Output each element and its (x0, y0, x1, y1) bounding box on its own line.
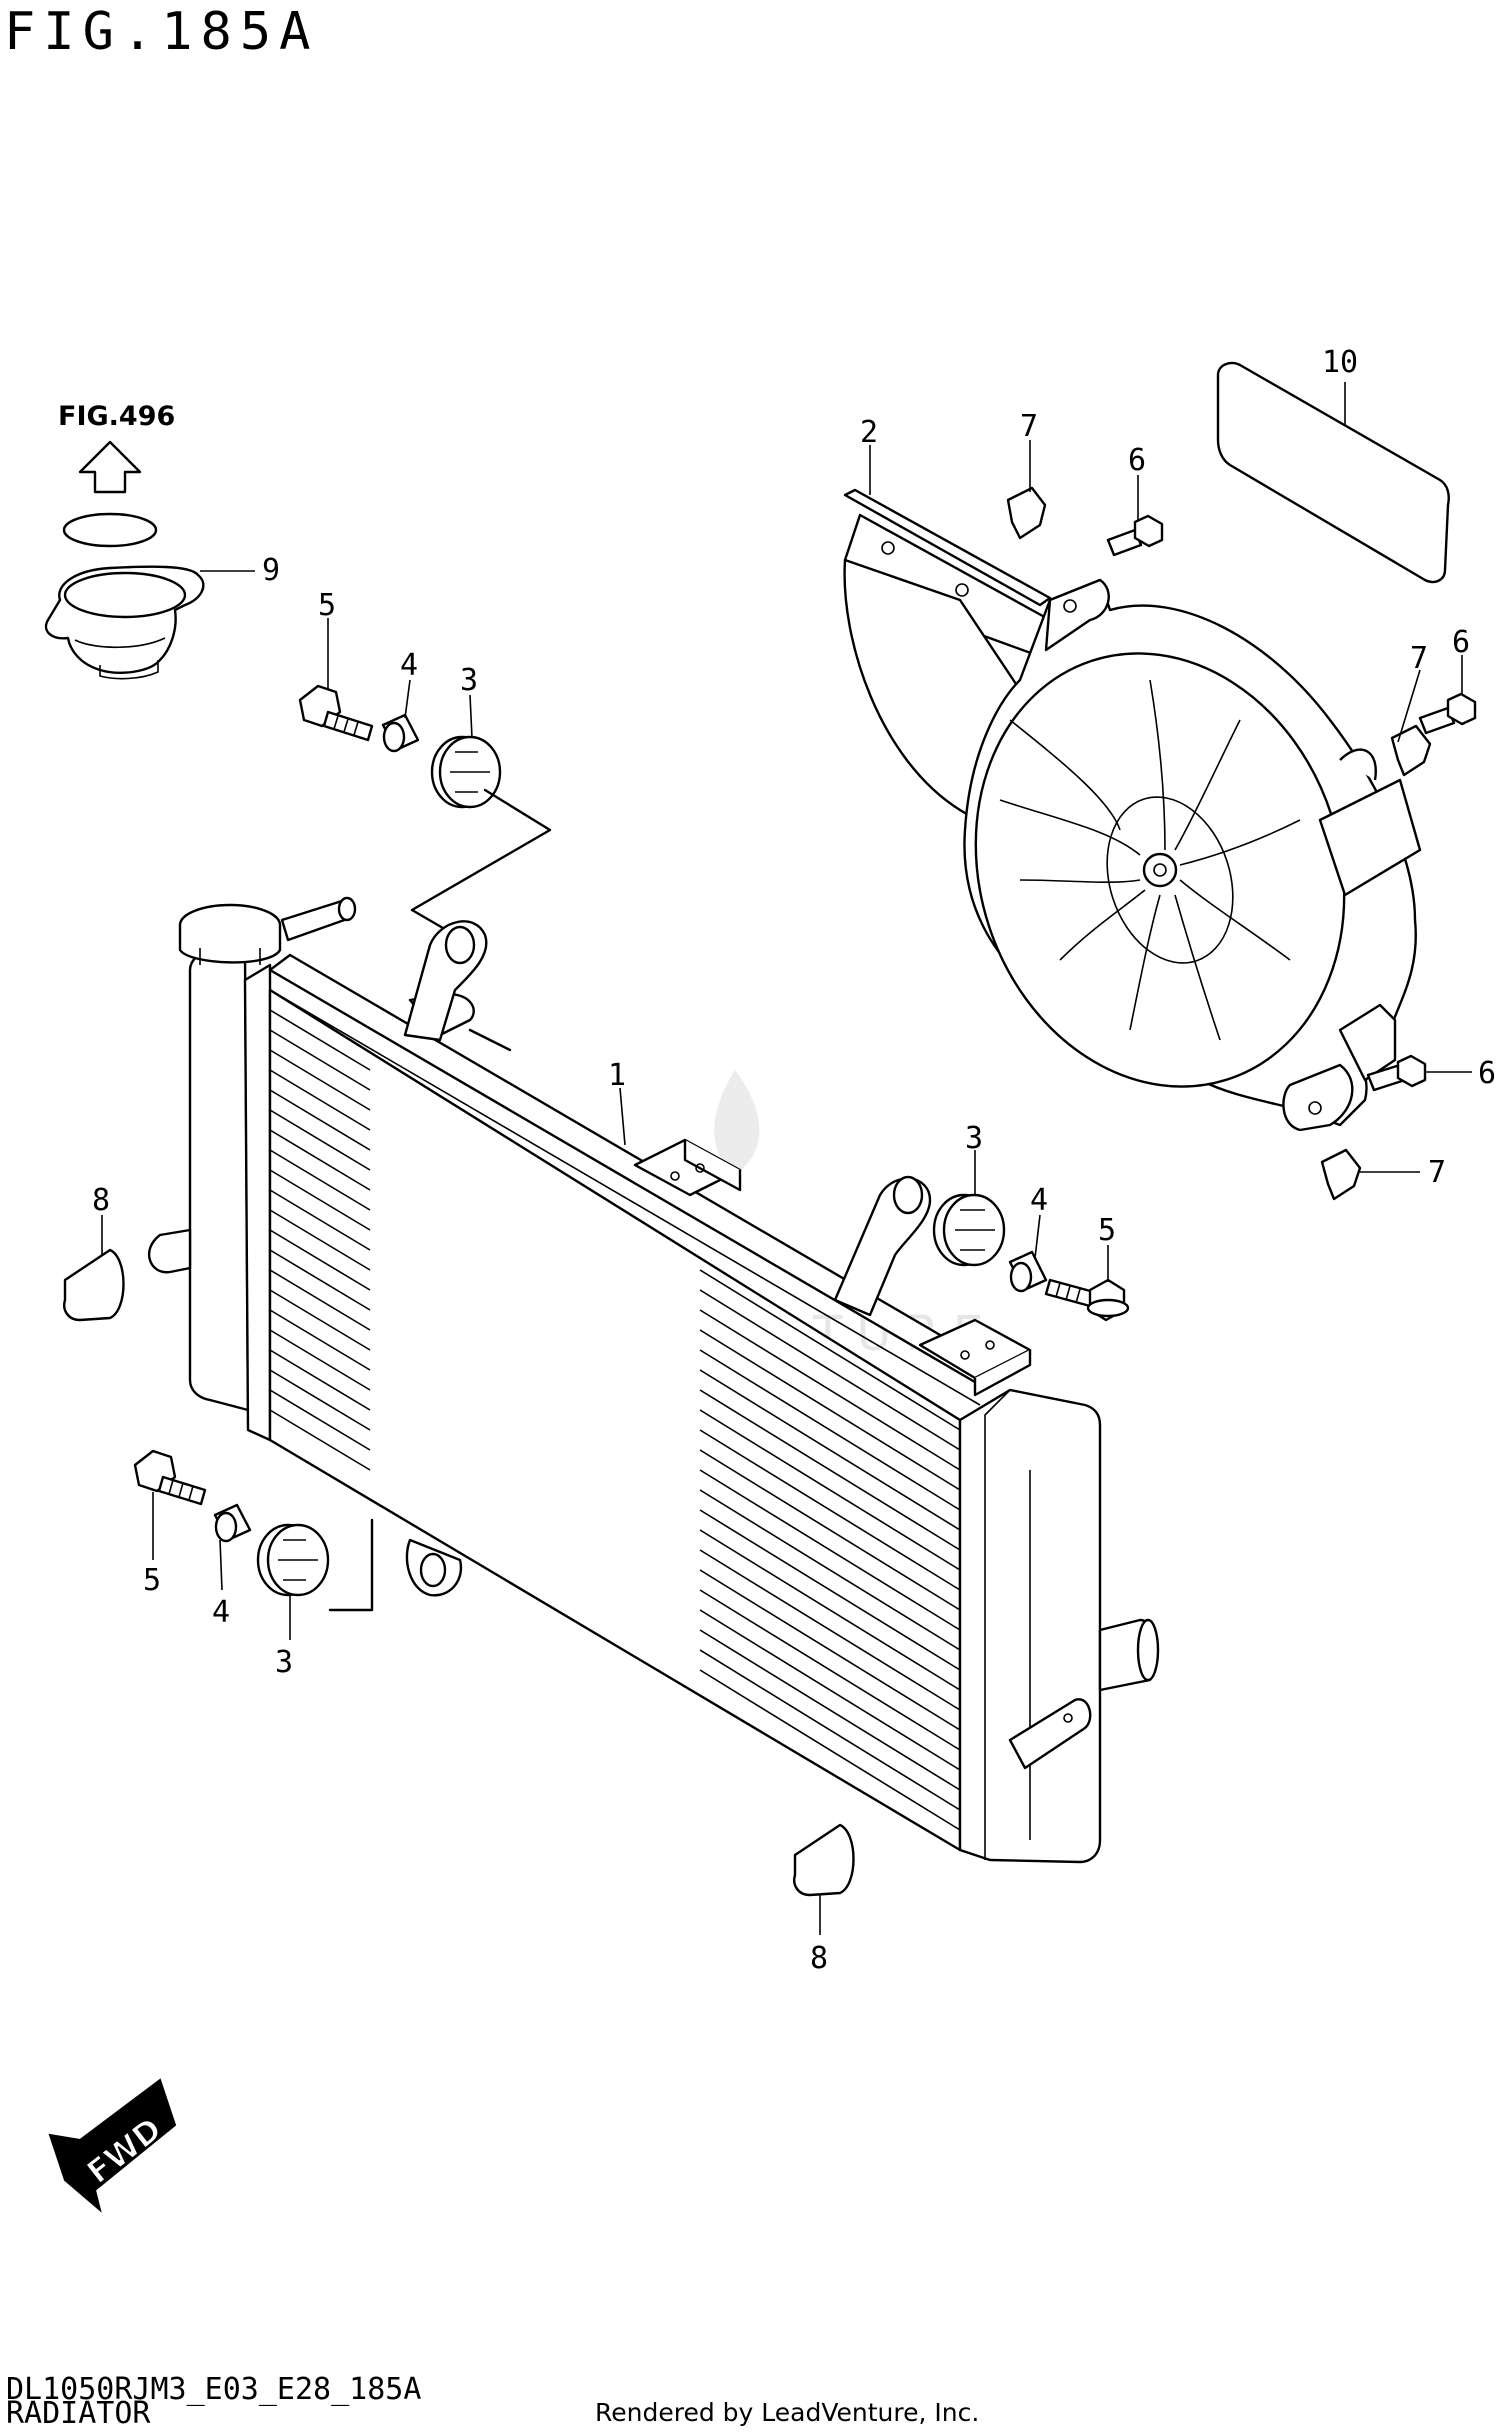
callout-spacer-upper-left: 4 (400, 648, 418, 683)
drawing-code: DL1050RJM3_E03_E28_185A (6, 2372, 422, 2407)
callout-fan-bolt-top: 6 (1128, 443, 1146, 478)
watermark-flame-icon (714, 1070, 760, 1175)
leader-upper-arm (468, 1028, 512, 1052)
cover-left[interactable] (63, 1248, 125, 1322)
render-credit: Rendered by LeadVenture, Inc. (595, 2398, 980, 2427)
radiator-core[interactable] (148, 896, 1160, 1864)
upper-left-mount-set[interactable] (298, 684, 552, 937)
fins-right (699, 1269, 961, 1831)
fan-nut-mid[interactable] (1390, 724, 1432, 777)
fan-assembly[interactable] (843, 488, 1422, 1135)
callout-bolt-lower-left: 5 (143, 1563, 161, 1598)
callout-bolt-right: 5 (1098, 1213, 1116, 1248)
callout-numbers: 1 2 3 4 5 9 3 4 5 3 4 5 6 6 6 7 7 7 8 8 … (92, 345, 1496, 1976)
callout-spacer-lower-left: 4 (212, 1595, 230, 1630)
fan-bolt-top[interactable] (1106, 514, 1164, 557)
fan-nut-top[interactable] (1006, 486, 1047, 540)
fwd-direction-badge: FWD (48, 2078, 177, 2213)
callout-cap: 9 (262, 553, 280, 588)
callout-cushion-lower-left: 3 (275, 1645, 293, 1680)
cover-bottom[interactable] (793, 1823, 855, 1897)
reference-fig-label[interactable]: FIG.496 (58, 401, 175, 432)
reference-fig-group[interactable]: FIG.496 (58, 401, 175, 494)
bolt-thread (322, 710, 374, 742)
callout-cushion-right: 3 (965, 1121, 983, 1156)
callout-fan-nut-mid: 7 (1410, 641, 1428, 676)
callout-label-sheet: 10 (1322, 345, 1358, 380)
callout-radiator: 1 (608, 1058, 626, 1093)
callout-cover-left: 8 (92, 1183, 110, 1218)
drawing-name: RADIATOR (6, 2396, 151, 2431)
up-arrow-icon (78, 440, 142, 494)
fan-bolt-mid[interactable] (1418, 692, 1477, 735)
leader-lines (101, 382, 1472, 1935)
label-sheet[interactable] (1216, 361, 1450, 584)
callout-spacer-right: 4 (1030, 1183, 1048, 1218)
callout-fan-bolt-low: 6 (1478, 1056, 1496, 1091)
figure-title: FIG.185A (4, 2, 319, 62)
fan-bolt-low[interactable] (1366, 1054, 1427, 1092)
rubber-cushion (430, 735, 502, 809)
callout-bolt-upper-left: 5 (318, 588, 336, 623)
callout-fan-bracket: 2 (860, 415, 878, 450)
right-mount-set[interactable] (932, 1193, 1130, 1322)
fan-nut-low[interactable] (1320, 1148, 1362, 1201)
radiator-cap[interactable] (44, 512, 255, 680)
callout-cover-bottom: 8 (810, 1941, 828, 1976)
leader-poly (410, 788, 552, 937)
fins-left (269, 1009, 371, 1471)
lower-left-mount-set[interactable] (133, 1449, 330, 1597)
callout-fan-nut-top: 7 (1020, 409, 1038, 444)
callout-fan-bolt-mid: 6 (1452, 625, 1470, 660)
callout-fan-nut-low: 7 (1428, 1155, 1446, 1190)
callout-cushion-upper-left: 3 (460, 663, 478, 698)
